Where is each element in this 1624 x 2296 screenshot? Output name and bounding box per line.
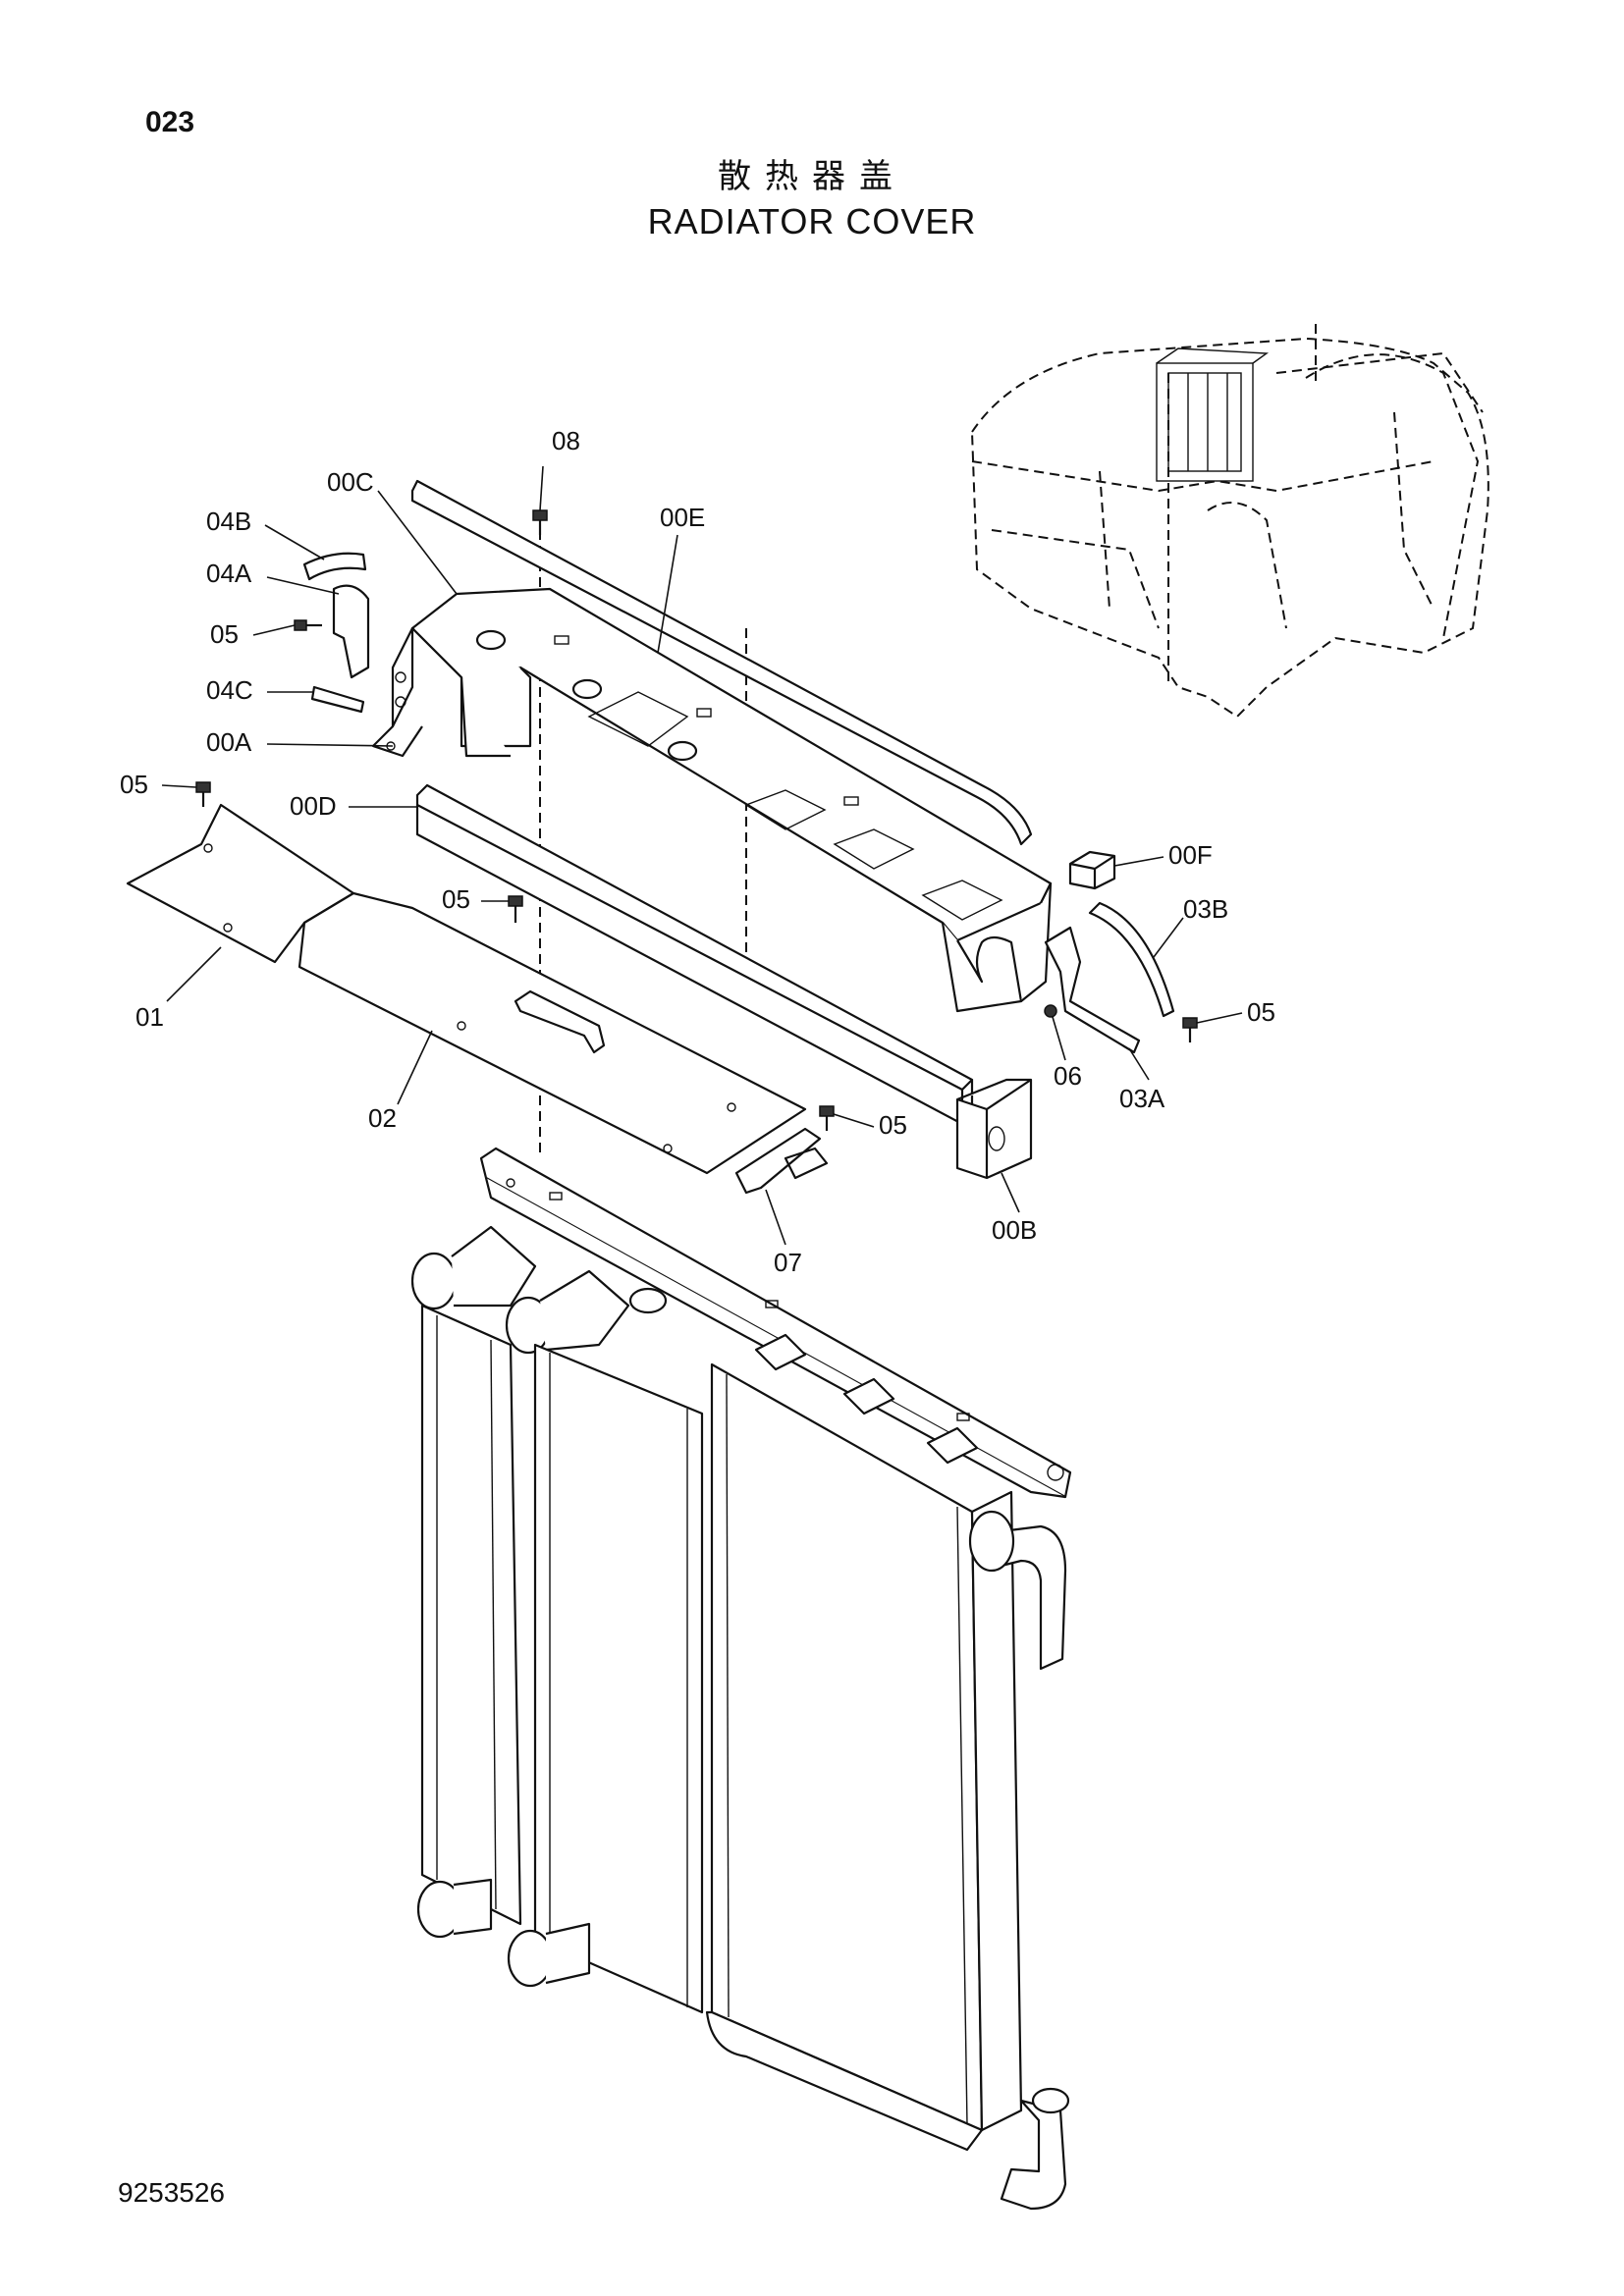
part-04B-hose bbox=[302, 552, 367, 581]
callout-00E: 00E bbox=[660, 503, 705, 532]
part-04C-strip bbox=[310, 685, 365, 714]
document-number: 9253526 bbox=[118, 2177, 226, 2208]
callout-04B: 04B bbox=[206, 507, 251, 536]
callout-00A: 00A bbox=[206, 727, 252, 757]
callout-06: 06 bbox=[1054, 1061, 1082, 1091]
radiator-assembly bbox=[410, 1147, 1072, 2211]
callout-03A: 03A bbox=[1119, 1084, 1165, 1113]
callout-08: 08 bbox=[552, 426, 580, 455]
callout-05: 05 bbox=[210, 619, 239, 649]
callout-00F: 00F bbox=[1168, 840, 1213, 870]
part-03A-bracket bbox=[1044, 926, 1141, 1054]
callout-05: 05 bbox=[1247, 997, 1275, 1027]
part-00B-end-block bbox=[955, 1078, 1033, 1180]
title-chinese: 散热器盖 bbox=[718, 157, 906, 196]
callout-00C: 00C bbox=[327, 467, 374, 497]
callout-05: 05 bbox=[442, 884, 470, 914]
callout-04C: 04C bbox=[206, 675, 253, 705]
leader-lines bbox=[161, 465, 1243, 1246]
callout-05: 05 bbox=[879, 1110, 907, 1140]
part-00E-seal-strip bbox=[410, 479, 1033, 846]
callout-01: 01 bbox=[135, 1002, 164, 1032]
callout-00B: 00B bbox=[992, 1215, 1037, 1245]
title-english: RADIATOR COVER bbox=[647, 201, 977, 241]
part-00C-cover-bracket bbox=[371, 587, 1053, 1013]
callout-07: 07 bbox=[774, 1248, 802, 1277]
part-02-plate bbox=[298, 891, 807, 1175]
page-number: 023 bbox=[145, 106, 195, 138]
part-03B-seal bbox=[1088, 901, 1175, 1018]
callout-03B: 03B bbox=[1183, 894, 1228, 924]
bolt-icon bbox=[195, 509, 1198, 1131]
callout-00D: 00D bbox=[290, 791, 337, 821]
machine-locator-view bbox=[970, 324, 1489, 719]
part-04A-clip bbox=[332, 584, 370, 679]
callout-05: 05 bbox=[120, 770, 148, 799]
part-07-bracket bbox=[734, 1127, 829, 1195]
callout-02: 02 bbox=[368, 1103, 397, 1133]
part-00F-block bbox=[1068, 850, 1116, 890]
callout-04A: 04A bbox=[206, 559, 252, 588]
